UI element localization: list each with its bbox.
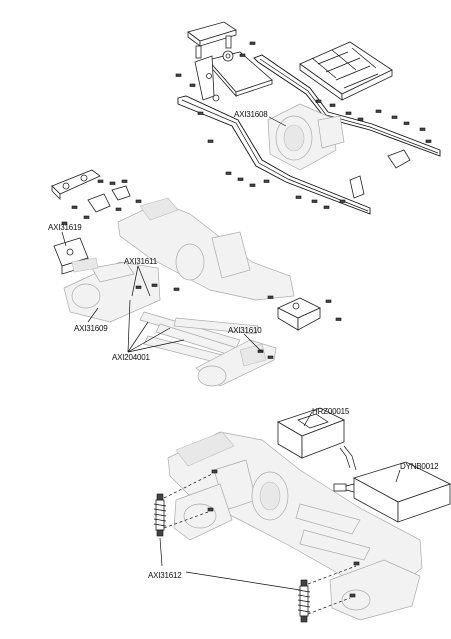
leader-axi31612 — [159, 537, 301, 591]
callout-axi31619: AXI31619 — [48, 223, 82, 232]
middle-chassis-assembly — [51, 169, 342, 387]
callout-axi31609: AXI31609 — [74, 324, 108, 333]
leader-axi31619 — [61, 231, 67, 247]
leader-axi31608 — [268, 116, 287, 127]
lower-chassis-assembly — [153, 407, 451, 623]
leader-hrz00015 — [303, 411, 313, 427]
callout-dynb0012: DYNB0012 — [400, 462, 439, 471]
callout-axi31610: AXI31610 — [228, 326, 262, 335]
upper-frame-assembly — [175, 21, 441, 215]
callout-axi31612: AXI31612 — [148, 571, 182, 580]
callout-axi204001: AXI204001 — [112, 353, 151, 362]
leader-dynb0012 — [395, 469, 401, 483]
rear-shock — [297, 579, 311, 623]
leader-axi31611-b — [137, 265, 151, 297]
leader-axi31611-a — [131, 265, 139, 297]
callout-axi31611: AXI31611 — [124, 257, 158, 266]
leader-axi31610 — [243, 333, 263, 353]
leader-axi204001 — [127, 299, 185, 353]
callout-hrz00015: HRZ00015 — [312, 407, 350, 416]
front-shock — [153, 493, 167, 537]
leader-axi31609 — [87, 307, 99, 323]
callout-axi31608: AXI31608 — [234, 110, 268, 119]
